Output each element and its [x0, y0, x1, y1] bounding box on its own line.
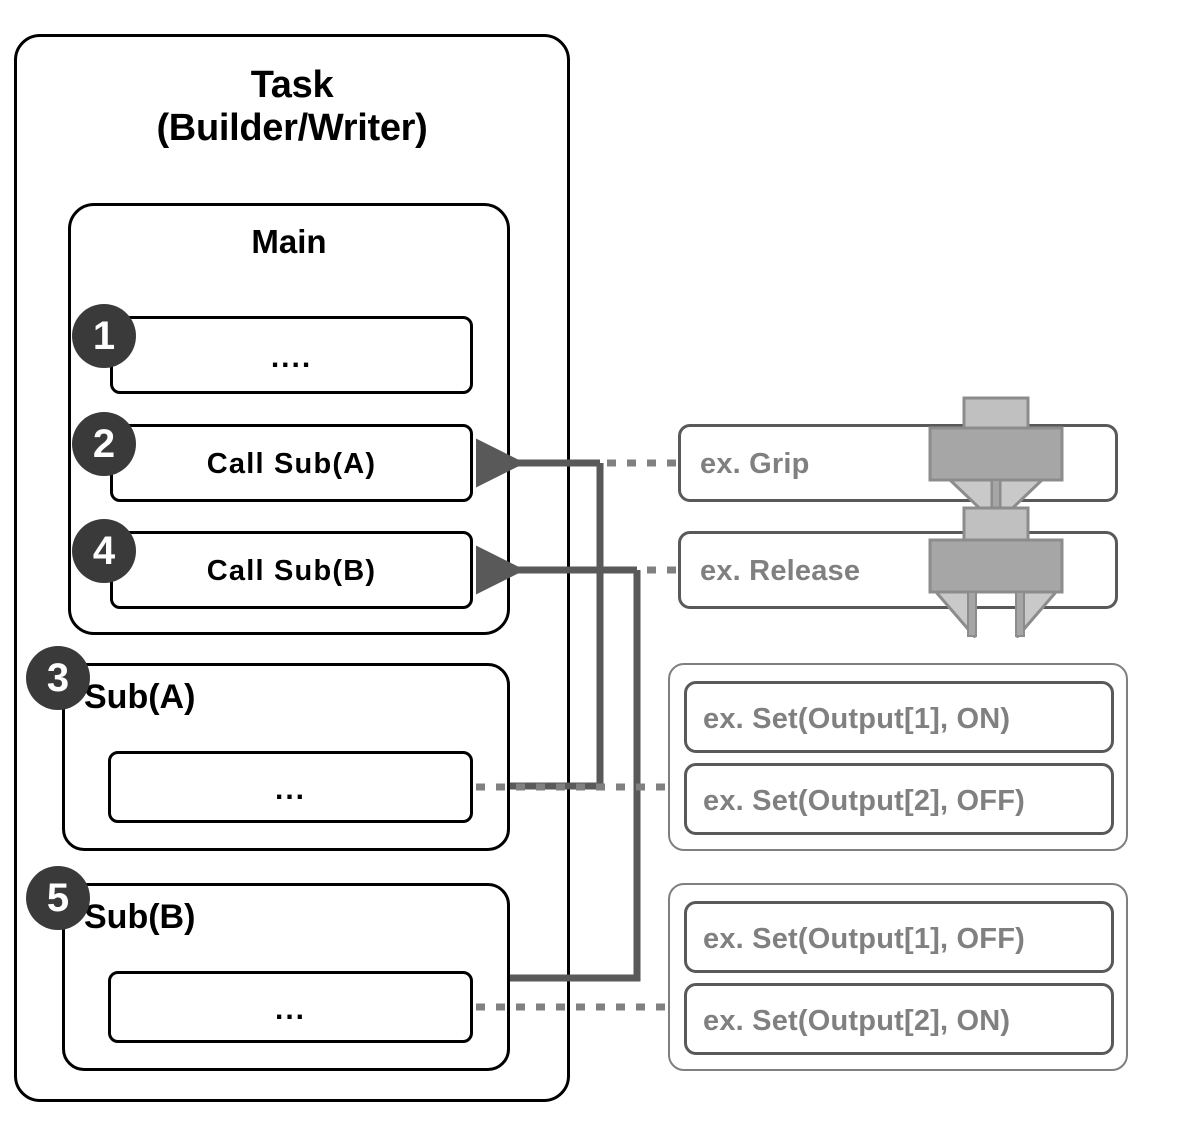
step-number-5: 5: [26, 866, 90, 930]
main-step-label-4: Call Sub(B): [206, 555, 377, 587]
example-box-output-b2[interactable]: [684, 983, 1114, 1055]
step-number-3: 3: [26, 646, 90, 710]
gripper-open-icon: [928, 506, 1064, 638]
step-number-2: 2: [72, 412, 136, 476]
example-label-release: ex. Release: [700, 555, 861, 587]
step-number-1: 1: [72, 304, 136, 368]
sub-b-title: Sub(B): [84, 898, 196, 936]
sub-a-body-box[interactable]: [108, 751, 473, 823]
example-box-output-a1[interactable]: [684, 681, 1114, 753]
sub-b-body-box[interactable]: [108, 971, 473, 1043]
example-group-sub-b-outputs: [668, 883, 1128, 1071]
sub-b-body-label: ...: [274, 993, 306, 1026]
gripper-closed-icon: [928, 396, 1064, 522]
example-box-output-a2[interactable]: [684, 763, 1114, 835]
task-title-line1: Task: [250, 64, 334, 106]
main-container: [68, 203, 510, 635]
task-title-line2: (Builder/Writer): [156, 106, 428, 149]
main-step-label-1: ....: [270, 341, 313, 374]
sub-a-title: Sub(A): [84, 678, 196, 716]
example-box-release[interactable]: [678, 531, 1118, 609]
example-box-output-b1[interactable]: [684, 901, 1114, 973]
example-label-output-a1: ex. Set(Output[1], ON): [703, 703, 1011, 735]
example-label-output-b1: ex. Set(Output[1], OFF): [703, 923, 1025, 955]
sub-b-container: [62, 883, 510, 1071]
main-title: Main: [251, 223, 327, 260]
example-label-output-a2: ex. Set(Output[2], OFF): [703, 785, 1025, 817]
example-label-output-b2: ex. Set(Output[2], ON): [703, 1005, 1011, 1037]
sub-a-container: [62, 663, 510, 851]
step-number-4: 4: [72, 519, 136, 583]
example-group-sub-a-outputs: [668, 663, 1128, 851]
sub-a-body-label: ...: [274, 773, 306, 806]
main-step-label-2: Call Sub(A): [206, 448, 377, 480]
example-label-grip: ex. Grip: [700, 448, 810, 480]
task-title: Task (Builder/Writer): [14, 64, 570, 149]
example-box-grip[interactable]: [678, 424, 1118, 502]
